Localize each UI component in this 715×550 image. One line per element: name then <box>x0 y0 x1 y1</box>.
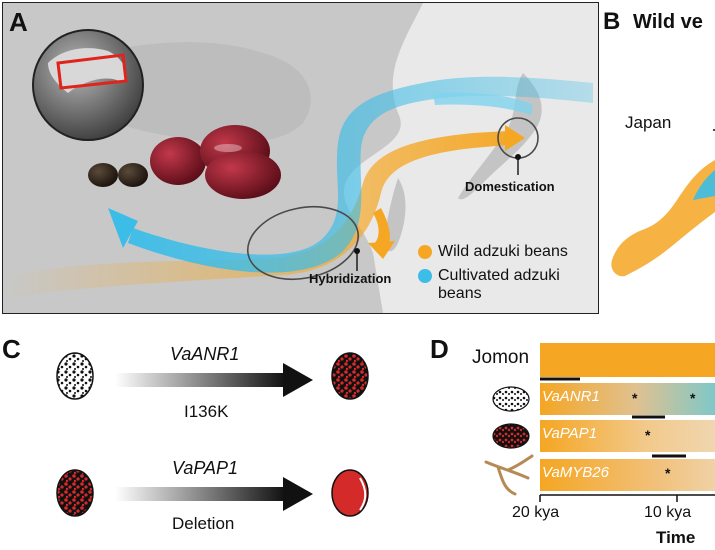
panel-a-map: A Domestication Hybridization Wild adzuk… <box>2 2 599 314</box>
pap1-star: * <box>645 427 651 443</box>
cultivated-legend-swatch <box>418 269 432 283</box>
mottled-seed-icon <box>492 386 530 412</box>
japan-map <box>611 129 715 277</box>
japan-label: Japan <box>625 113 672 132</box>
jomon-label: Jomon <box>472 347 530 368</box>
wild-legend-swatch <box>418 245 432 259</box>
japan-blue-patch <box>693 170 715 200</box>
globe-highlight-box <box>56 53 128 90</box>
mottled-seed-wild <box>56 352 94 400</box>
bean-highlight <box>214 144 242 152</box>
hybridization-dot <box>354 248 360 254</box>
myb26-star: * <box>665 465 671 481</box>
anr1-bar <box>540 383 715 415</box>
cultivated-bean-flow <box>128 76 593 273</box>
panel-d-letter: D <box>430 334 449 364</box>
globe-landmass <box>48 48 127 93</box>
domestication-dot <box>515 154 521 160</box>
mutation-diagram <box>56 352 369 517</box>
asia-map <box>3 3 598 313</box>
dark-bean <box>118 163 148 187</box>
panel-d: D <box>420 330 715 550</box>
pod-icon <box>484 454 534 496</box>
panel-c: C <box>0 330 420 550</box>
japan-range-fill <box>611 160 715 277</box>
pap1-gene-label: VaPAP1 <box>172 458 239 478</box>
anr1-gene-label: VaANR1 <box>170 344 240 364</box>
panel-b-title: Wild ve <box>633 11 703 33</box>
time-axis-label: Time <box>656 528 696 547</box>
legend-cultivated-label: Cultivated adzuki beans <box>438 267 560 302</box>
red-bean <box>150 137 206 185</box>
hybridization-label: Hybridization <box>309 271 392 286</box>
panel-a-letter: A <box>9 7 28 37</box>
red-mottled-seed-icon <box>492 423 530 449</box>
anr1-star-1: * <box>632 390 638 406</box>
pap1-arrow-shaft <box>115 487 285 501</box>
panel-c-letter: C <box>2 334 21 364</box>
legend-wild-label: Wild adzuki beans <box>438 243 568 260</box>
pap1-bar-label: VaPAP1 <box>542 425 598 442</box>
domestication-label: Domestication <box>465 179 555 194</box>
myb26-bar-label: VaMYB26 <box>542 464 609 481</box>
panel-b-letter: B <box>603 8 621 35</box>
panel-b: B Wild ve Japan <box>597 0 715 320</box>
red-mottled-seed <box>331 352 369 400</box>
seed-hilum <box>359 477 367 511</box>
timeline-chart <box>484 343 715 502</box>
anr1-arrow-shaft <box>115 373 285 387</box>
jomon-bar <box>540 343 715 377</box>
pap1-mutation-label: Deletion <box>172 514 235 533</box>
red-mottled-seed-input <box>56 469 94 517</box>
legend-wild: Wild adzuki beans <box>418 243 568 261</box>
anr1-arrow-head <box>283 363 313 397</box>
hybridization-circle <box>246 206 360 280</box>
wild-arrow-head-south <box>368 241 395 259</box>
anr1-bar-label: VaANR1 <box>542 388 600 405</box>
myb26-bar <box>540 459 715 491</box>
cultivated-arrow-head <box>108 208 138 248</box>
tick-label-10kya: 10 kya <box>644 504 692 521</box>
anr1-star-2: * <box>690 390 696 406</box>
wild-bean-flow <box>3 131 508 298</box>
dark-bean <box>88 163 118 187</box>
red-bean <box>205 151 281 199</box>
legend-cultivated: Cultivated adzuki beans <box>418 267 588 303</box>
wild-arrow-head-east <box>505 125 525 151</box>
korea-peninsula <box>384 178 406 252</box>
pap1-bar <box>540 420 715 452</box>
tick-label-20kya: 20 kya <box>512 504 560 521</box>
anr1-mutation-label: I136K <box>184 402 229 421</box>
pap1-arrow-head <box>283 477 313 511</box>
cultivated-flow-japan <box>433 92 533 115</box>
solid-red-seed <box>331 469 369 517</box>
wild-branch-south <box>373 208 390 248</box>
